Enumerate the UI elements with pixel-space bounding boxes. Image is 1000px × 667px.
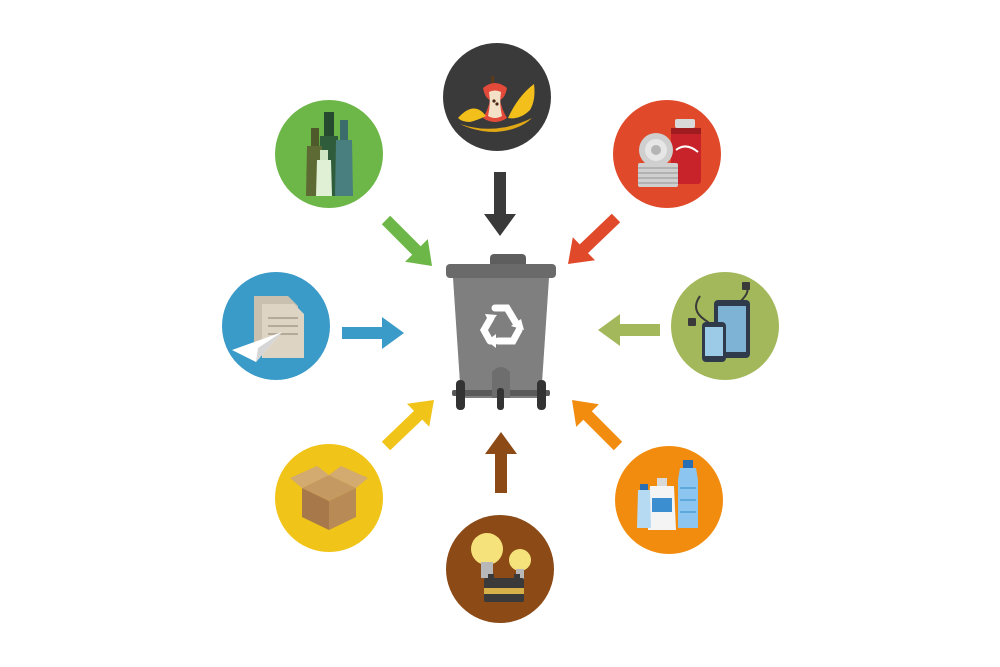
hazardous-circle bbox=[446, 515, 554, 623]
metal-arrow bbox=[568, 213, 621, 264]
hazardous-arrow bbox=[485, 432, 517, 493]
cardboard-box-icon bbox=[290, 466, 368, 530]
paper-circle bbox=[222, 272, 330, 380]
electronics-circle bbox=[671, 272, 779, 380]
apple-banana-peel-icon bbox=[458, 76, 535, 132]
plastic-bottles-circle bbox=[615, 446, 723, 554]
cardboard-circle bbox=[275, 444, 383, 552]
plastic-arrow bbox=[572, 400, 623, 451]
glass-bottles-icon bbox=[306, 112, 353, 196]
plastic-bottles-icon bbox=[637, 460, 698, 530]
bulbs-battery-icon bbox=[471, 533, 531, 602]
electronics-arrow bbox=[598, 314, 660, 346]
glass-arrow bbox=[381, 215, 432, 266]
paper-plane-icon bbox=[232, 296, 304, 362]
recycle-symbol-icon bbox=[479, 304, 524, 348]
tin-can-icon bbox=[638, 119, 701, 187]
food-waste-circle bbox=[443, 43, 551, 151]
paper-arrow bbox=[342, 317, 404, 349]
cardboard-arrow bbox=[381, 400, 434, 451]
phone-tablet-charger-icon bbox=[688, 282, 750, 362]
recycle-bin-icon bbox=[446, 254, 556, 410]
metal-cans-circle bbox=[613, 100, 721, 208]
food-arrow bbox=[484, 172, 516, 236]
glass-bottles-circle bbox=[275, 100, 383, 208]
arrows-group bbox=[342, 172, 660, 493]
